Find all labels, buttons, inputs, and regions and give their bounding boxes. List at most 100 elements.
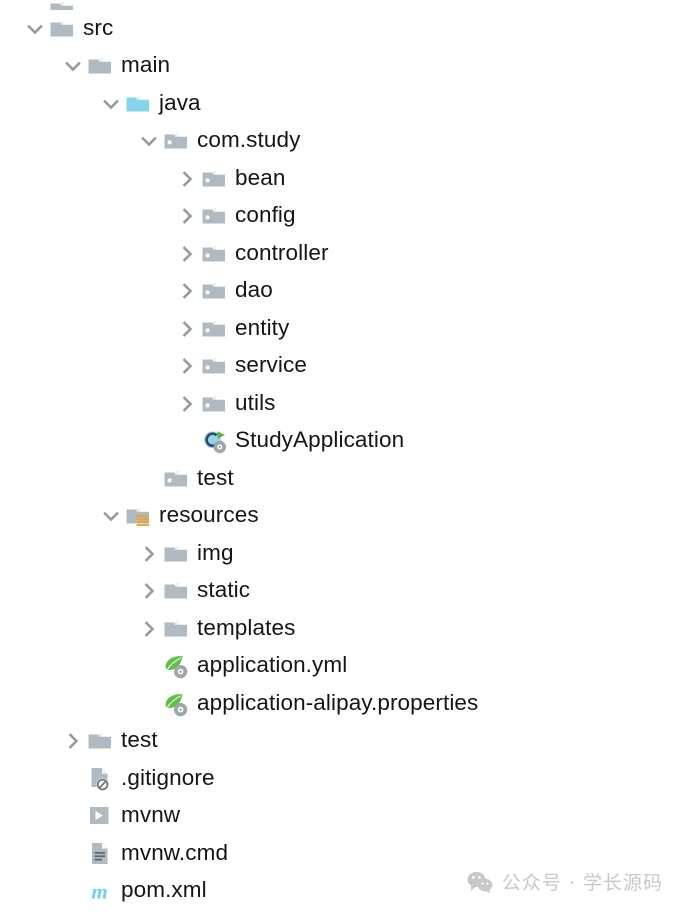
tree-row-label: service <box>235 352 307 377</box>
watermark: 公众号 · 学长源码 <box>467 868 663 895</box>
folder-grey-icon <box>162 540 190 568</box>
tree-row-dao[interactable]: dao <box>0 273 681 311</box>
chevron-down-icon[interactable] <box>60 53 86 79</box>
chevron-right-icon[interactable] <box>136 616 162 642</box>
tree-row-label: java <box>159 89 201 115</box>
chevron-right-icon[interactable] <box>174 278 200 304</box>
twisty-spacer <box>174 428 200 454</box>
tree-row-label: com.study <box>197 127 301 152</box>
twisty-spacer <box>136 466 162 492</box>
package-icon <box>200 240 228 268</box>
folder-grey-icon <box>86 52 114 80</box>
package-icon <box>162 465 190 493</box>
chevron-right-icon[interactable] <box>174 203 200 229</box>
tree-row-label: utils <box>235 389 276 415</box>
package-icon <box>200 315 228 343</box>
wechat-icon <box>467 871 493 893</box>
tree-row-label: application.yml <box>197 652 348 677</box>
tree-row-label: main <box>121 52 171 77</box>
package-icon <box>162 127 190 155</box>
tree-row-label: entity <box>235 314 290 340</box>
watermark-text: 公众号 · 学长源码 <box>501 872 663 894</box>
tree-row-label: src <box>83 14 114 40</box>
chevron-down-icon[interactable] <box>22 16 48 42</box>
package-icon <box>200 165 228 193</box>
package-icon <box>200 277 228 305</box>
tree-row-gitignore[interactable]: .gitignore <box>0 760 681 798</box>
tree-row-label: .gitignore <box>121 764 215 790</box>
tree-row-service[interactable]: service <box>0 348 681 386</box>
tree-row-main[interactable]: main <box>0 48 681 86</box>
tree-row-partial[interactable] <box>0 0 681 10</box>
tree-row-test[interactable]: test <box>0 723 681 761</box>
tree-row-entity[interactable]: entity <box>0 310 681 348</box>
tree-row-pom-xml[interactable]: m pom.xml <box>0 873 681 911</box>
tree-row-test[interactable]: test <box>0 460 681 498</box>
chevron-right-icon[interactable] <box>174 316 200 342</box>
spring-config-icon <box>162 652 190 680</box>
folder-grey-icon <box>48 15 76 43</box>
folder-grey-icon <box>86 727 114 755</box>
maven-file-icon: m <box>86 877 114 905</box>
twisty-spacer <box>22 0 48 10</box>
tree-row-config[interactable]: config <box>0 198 681 236</box>
twisty-spacer <box>60 803 86 829</box>
tree-row-controller[interactable]: controller <box>0 235 681 273</box>
tree-row-label: pom.xml <box>121 877 207 902</box>
tree-row-application-alipay-properties[interactable]: application-alipay.properties <box>0 685 681 723</box>
chevron-right-icon[interactable] <box>174 353 200 379</box>
tree-row-src[interactable]: src <box>0 10 681 48</box>
chevron-down-icon[interactable] <box>98 503 124 529</box>
script-file-icon <box>86 802 114 830</box>
tree-row-java[interactable]: java <box>0 85 681 123</box>
folder-grey-icon <box>48 0 76 10</box>
tree-row-label: application-alipay.properties <box>197 689 479 715</box>
chevron-right-icon[interactable] <box>60 728 86 754</box>
chevron-right-icon[interactable] <box>174 391 200 417</box>
tree-row-com-study[interactable]: com.study <box>0 123 681 161</box>
text-file-icon <box>86 840 114 868</box>
tree-row-label: test <box>197 464 234 490</box>
svg-text:m: m <box>91 880 107 904</box>
package-icon <box>200 352 228 380</box>
tree-row-label: config <box>235 202 296 227</box>
chevron-right-icon[interactable] <box>174 166 200 192</box>
tree-row-label: img <box>197 539 234 565</box>
spring-boot-class-icon <box>200 427 228 455</box>
gitignore-file-icon <box>86 765 114 793</box>
twisty-spacer <box>60 766 86 792</box>
tree-row-utils[interactable]: utils <box>0 385 681 423</box>
tree-row-img[interactable]: img <box>0 535 681 573</box>
tree-row-mvnw-cmd[interactable]: mvnw.cmd <box>0 835 681 873</box>
tree-row-label: templates <box>197 614 296 640</box>
tree-row-label: StudyApplication <box>235 427 405 452</box>
tree-row-mvnw[interactable]: mvnw <box>0 798 681 836</box>
tree-row-label: static <box>197 577 251 602</box>
chevron-down-icon[interactable] <box>98 91 124 117</box>
tree-row-application-yml[interactable]: application.yml <box>0 648 681 686</box>
tree-row-label: resources <box>159 502 259 527</box>
folder-resources-icon <box>124 502 152 530</box>
tree-row-studyapplication[interactable]: StudyApplication <box>0 423 681 461</box>
chevron-right-icon[interactable] <box>174 241 200 267</box>
package-icon <box>200 390 228 418</box>
twisty-spacer <box>136 691 162 717</box>
spring-config-icon <box>162 690 190 718</box>
tree-row-label: mvnw <box>121 802 181 827</box>
tree-row-static[interactable]: static <box>0 573 681 611</box>
tree-row-label: dao <box>235 277 273 302</box>
chevron-down-icon[interactable] <box>136 128 162 154</box>
tree-row-label: mvnw.cmd <box>121 839 229 865</box>
chevron-right-icon[interactable] <box>136 578 162 604</box>
folder-grey-icon <box>162 577 190 605</box>
tree-row-resources[interactable]: resources <box>0 498 681 536</box>
twisty-spacer <box>136 653 162 679</box>
folder-blue-icon <box>124 90 152 118</box>
package-icon <box>200 202 228 230</box>
tree-row-templates[interactable]: templates <box>0 610 681 648</box>
chevron-right-icon[interactable] <box>136 541 162 567</box>
twisty-spacer <box>60 841 86 867</box>
tree-row-label: bean <box>235 164 286 190</box>
tree-row-bean[interactable]: bean <box>0 160 681 198</box>
